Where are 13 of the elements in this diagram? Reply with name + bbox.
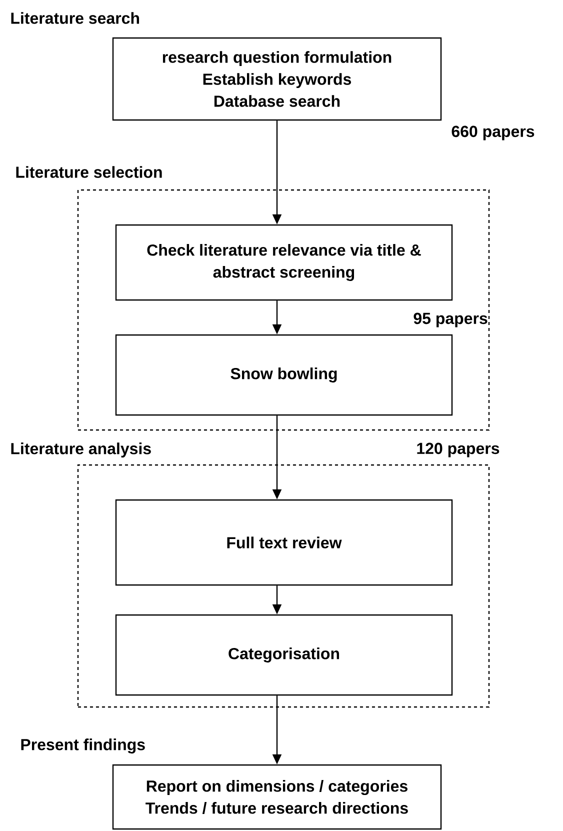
process-box: Categorisation <box>115 614 453 696</box>
process-box: research question formulation Establish keywords Database search <box>112 37 442 121</box>
count-label: 95 papers <box>414 312 488 328</box>
count-label: 120 papers <box>417 442 500 458</box>
process-box: Full text review <box>115 499 453 586</box>
section-heading: Literature search <box>11 12 140 24</box>
section-heading: Literature selection <box>16 166 162 178</box>
count-label: 660 papers <box>452 126 534 140</box>
section-heading: Literature analysis <box>11 442 151 458</box>
process-box: Snow bowling <box>115 334 453 416</box>
process-box: Report on dimensions / categories Trends / future research directions <box>112 764 442 830</box>
process-box: Check literature relevance via title & abstract screening <box>115 224 453 301</box>
section-heading: Present findings <box>21 738 145 754</box>
